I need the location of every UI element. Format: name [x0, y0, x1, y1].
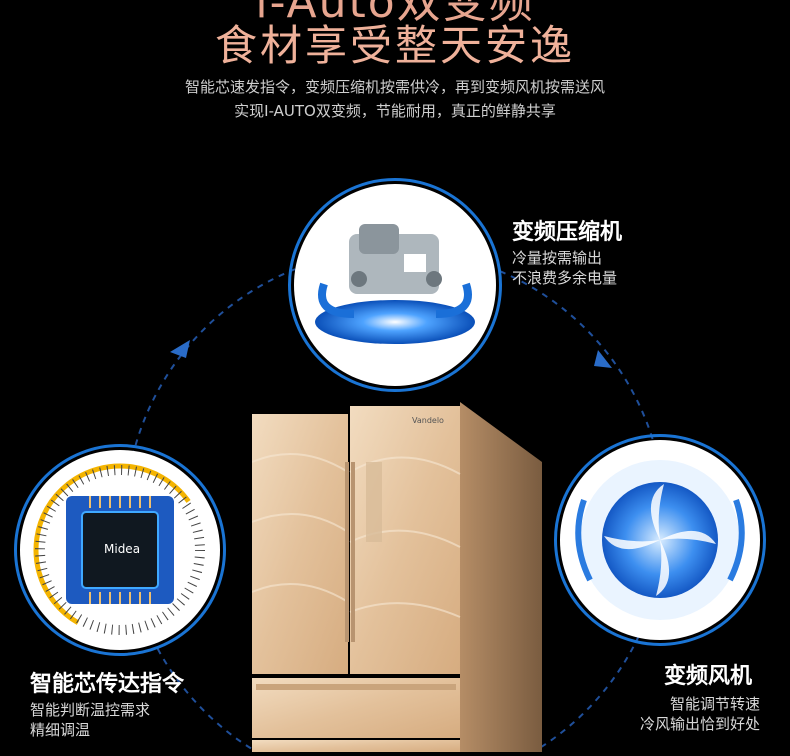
- chip-desc-line1: 智能判断温控需求: [30, 701, 151, 719]
- chip-brand-label: Midea: [104, 542, 141, 556]
- chip-title: 智能芯传达指令: [30, 672, 185, 697]
- fan-circle-ring: [554, 434, 766, 646]
- compressor-desc-line1: 冷量按需输出: [512, 249, 603, 267]
- refrigerator: Vandelo: [251, 402, 542, 752]
- compressor-title: 变频压缩机: [512, 220, 623, 245]
- fridge-brand-label: Vandelo: [412, 416, 444, 425]
- compressor-circle-ring: [288, 178, 502, 392]
- compressor-circle: [294, 184, 496, 386]
- fan-icon: [575, 460, 745, 620]
- compressor-desc-line2: 不浪费多余电量: [512, 269, 618, 287]
- fan-circle: [560, 440, 760, 640]
- header-title-top: i-Auto双变频: [255, 0, 535, 28]
- fan-desc-line1: 智能调节转速: [670, 695, 761, 713]
- refrigerator-graphic: [251, 402, 542, 752]
- compressor-icon: [315, 224, 475, 344]
- header-subtitle-line2: 实现I-AUTO双变频，节能耐用，真正的鲜静共享: [234, 102, 556, 120]
- fan-desc-line2: 冷风输出恰到好处: [640, 715, 761, 733]
- chip-circle: Midea: [20, 450, 220, 650]
- chip-desc-line2: 精细调温: [30, 721, 91, 739]
- chip-icon: [33, 463, 207, 637]
- header-subtitle-line1: 智能芯速发指令，变频压缩机按需供冷，再到变频风机按需送风: [184, 78, 605, 96]
- fan-title: 变频风机: [664, 664, 753, 689]
- chip-circle-ring: [14, 444, 226, 656]
- header-title-main: 食材享受整天安逸: [214, 21, 575, 70]
